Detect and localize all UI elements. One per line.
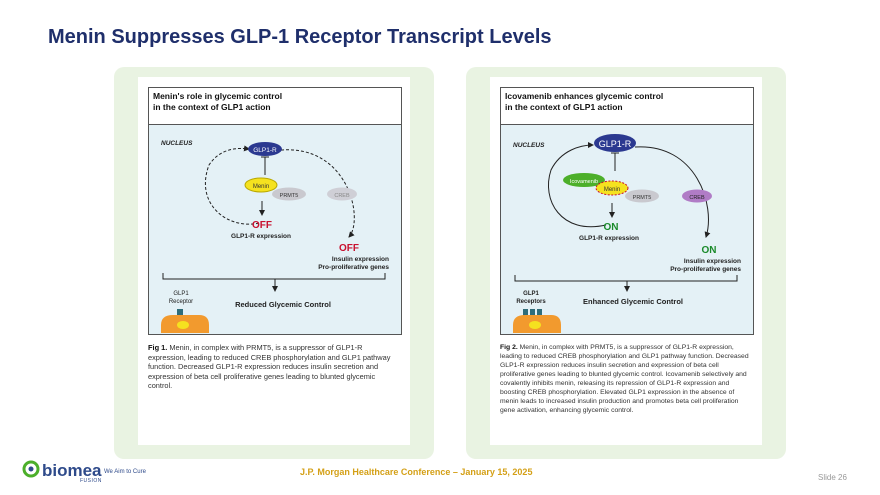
right-on-label-2: ON xyxy=(702,245,717,256)
right-receptor-shape-3 xyxy=(537,309,542,318)
left-bracket xyxy=(162,273,386,280)
left-proliferative-genes: Pro-proliferative genes xyxy=(318,264,389,271)
right-bracket xyxy=(514,275,738,282)
right-cell-nucleus xyxy=(529,321,541,329)
left-glp1r-expression: GLP1-R expression xyxy=(231,233,291,240)
footer-tagline: We Aim to Cure xyxy=(104,469,146,475)
right-receptor-label-2: Receptors xyxy=(516,299,546,305)
right-figure-header: Icovamenib enhances glycemic control in … xyxy=(501,88,753,125)
left-outcome: Reduced Glycemic Control xyxy=(235,300,331,309)
right-menin-label: Menin xyxy=(604,187,620,193)
right-receptor-shape-2 xyxy=(530,309,535,318)
right-arrow-right xyxy=(634,146,711,238)
left-panel: Menin's role in glycemic control in the … xyxy=(114,67,434,459)
right-creb-label: CREB xyxy=(689,195,705,201)
left-diagram: NUCLEUS GLP1-R Menin PRMT5 CREB OFF GLP1… xyxy=(161,140,389,333)
left-receptor-shape xyxy=(177,309,183,318)
left-off-label-2: OFF xyxy=(339,243,359,254)
footer-conference: J.P. Morgan Healthcare Conference – Janu… xyxy=(300,467,533,477)
left-insulin-expression: Insulin expression xyxy=(332,256,389,263)
slide-number: Slide 26 xyxy=(818,473,847,482)
right-nucleus-label: NUCLEUS xyxy=(513,142,545,149)
left-receptor-label-1: GLP1 xyxy=(173,291,189,297)
footer-logo-text: biomea xyxy=(42,461,102,480)
right-caption: Fig 2. Menin, in complex with PRMT5, is … xyxy=(500,343,750,415)
right-card: Icovamenib enhances glycemic control in … xyxy=(490,77,762,445)
right-panel: Icovamenib enhances glycemic control in … xyxy=(466,67,786,459)
right-prmt5-node xyxy=(625,189,659,203)
right-prmt5-label: PRMT5 xyxy=(633,195,652,201)
slide-title: Menin Suppresses GLP-1 Receptor Transcri… xyxy=(48,26,552,48)
right-caption-text: Menin, in complex with PRMT5, is a suppr… xyxy=(500,344,749,414)
right-proliferative-genes: Pro-proliferative genes xyxy=(670,266,741,273)
right-caption-label: Fig 2. xyxy=(500,344,518,351)
right-icovamenib-node xyxy=(563,173,605,187)
right-diagram: NUCLEUS GLP1-R Icovamenib Menin PRMT5 CR… xyxy=(513,134,741,333)
left-figure: Menin's role in glycemic control in the … xyxy=(148,87,402,335)
right-figure: Icovamenib enhances glycemic control in … xyxy=(500,87,754,335)
left-caption-text: Menin, in complex with PRMT5, is a suppr… xyxy=(148,343,391,391)
left-dashed-left-arrow xyxy=(204,145,260,225)
right-menin-node xyxy=(595,180,629,196)
left-nucleus-label: NUCLEUS xyxy=(161,140,193,147)
left-menin-label: Menin xyxy=(253,184,269,190)
right-icovamenib-label: Icovamenib xyxy=(570,179,598,185)
left-creb-node xyxy=(327,187,357,201)
right-receptor-label-1: GLP1 xyxy=(523,291,539,297)
left-creb-label: CREB xyxy=(334,193,350,199)
right-glp1r-label: GLP1-R xyxy=(599,139,632,149)
left-header-line1: Menin's role in glycemic control xyxy=(153,91,283,101)
right-header-line2: in the context of GLP1 action xyxy=(505,102,623,112)
left-prmt5-label: PRMT5 xyxy=(280,193,299,199)
left-cell-nucleus xyxy=(177,321,189,329)
right-insulin-expression: Insulin expression xyxy=(684,258,741,265)
left-caption-label: Fig 1. xyxy=(148,343,168,352)
left-prmt5-node xyxy=(272,187,306,201)
footer-logo-sub: FUSION xyxy=(80,478,102,484)
left-receptor-label-2: Receptor xyxy=(169,299,193,305)
left-header-line2: in the context of GLP1 action xyxy=(153,102,271,112)
left-caption: Fig 1. Menin, in complex with PRMT5, is … xyxy=(148,343,398,391)
left-off-label-1: OFF xyxy=(252,220,272,231)
left-dashed-right-arrow xyxy=(280,149,355,238)
right-arrow-left xyxy=(547,142,607,228)
right-outcome: Enhanced Glycemic Control xyxy=(583,297,683,306)
right-receptor-shape-1 xyxy=(523,309,528,318)
right-glp1r-expression: GLP1-R expression xyxy=(579,235,639,242)
right-creb-node xyxy=(682,189,712,203)
right-header-line1: Icovamenib enhances glycemic control xyxy=(505,91,664,101)
right-on-label-1: ON xyxy=(604,222,619,233)
left-menin-node xyxy=(244,177,278,193)
left-figure-header: Menin's role in glycemic control in the … xyxy=(149,88,401,125)
left-glp1r-label: GLP1-R xyxy=(253,147,277,154)
biomea-logo-icon xyxy=(22,460,40,478)
right-glp1r-node xyxy=(594,134,636,152)
left-card: Menin's role in glycemic control in the … xyxy=(138,77,410,445)
left-glp1r-node xyxy=(248,142,282,156)
